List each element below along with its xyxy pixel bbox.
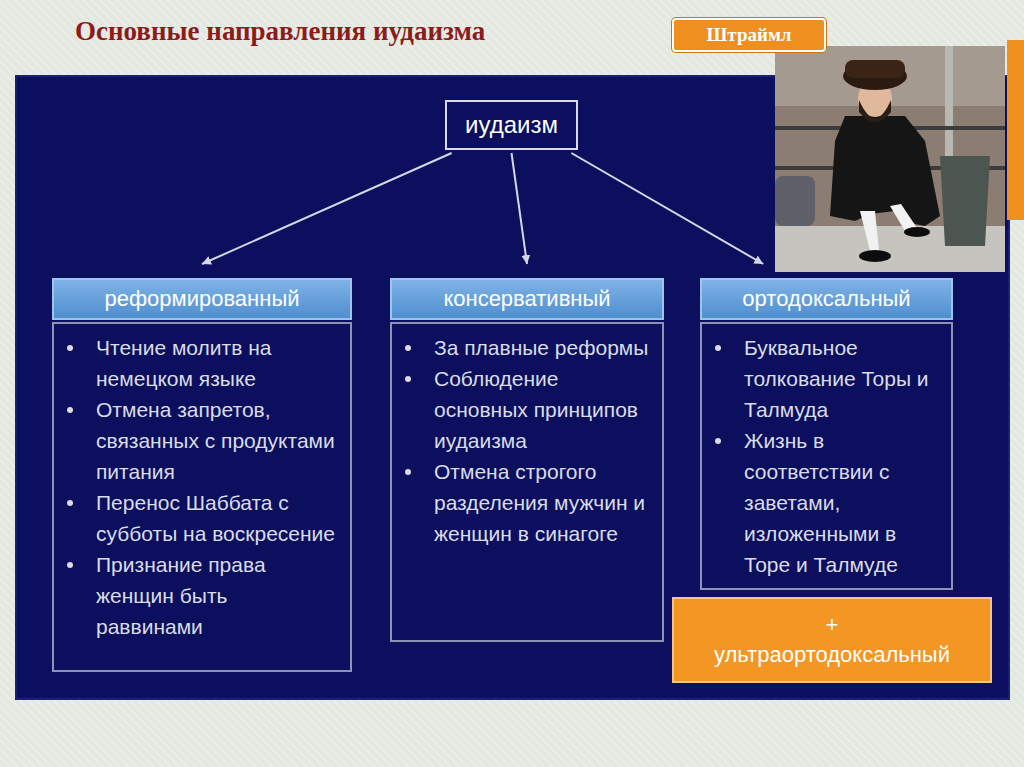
box-text: ортодоксальный [742,286,910,312]
branch-body: Буквальное толкование Торы и ТалмудаЖизн… [700,322,953,590]
bullet-dot [67,562,73,568]
branch-body: Чтение молитв на немецком языкеОтмена за… [52,322,352,672]
bullet-dot [67,500,73,506]
bullet-item: Отмена запретов, связанных с продуктами … [96,394,340,487]
branch-body: За плавные реформыСоблюдение основных пр… [390,322,664,642]
bullet-text: Буквальное толкование Торы и Талмуда [744,332,941,425]
photo-shoe [904,227,930,237]
slide-title: Основные направления иудаизма [75,16,485,47]
branch-arrow [571,153,763,264]
branch-arrow [202,153,452,264]
bullet-item: Отмена строгого разделения мужчин и женщ… [434,456,652,549]
photo-beard [859,100,891,122]
bullet-item: Соблюдение основных принципов иудаизма [434,363,652,456]
photo-wall [775,46,1005,272]
bullet-text: Отмена строгого разделения мужчин и женщ… [434,456,652,549]
bullet-text: Перенос Шаббата с субботы на воскресение [96,487,340,549]
bullet-dot [67,407,73,413]
shtreimel-photo [775,46,1005,272]
photo-tag: Штраймл [672,18,826,52]
photo-leg [860,211,879,251]
bullet-item: За плавные реформы [434,332,652,363]
branch-header: консервативный [390,278,664,320]
box-text: ультраортодоксальный [714,640,950,670]
accent-bar [1007,40,1024,220]
bullet-dot [67,345,73,351]
bullet-dot [715,345,721,351]
bullet-item: Чтение молитв на немецком языке [96,332,340,394]
note-box: +ультраортодоксальный [672,597,992,683]
bullet-text: Чтение молитв на немецком языке [96,332,340,394]
photo-leg [890,204,917,231]
photo-car [775,176,815,226]
bullet-text: Отмена запретов, связанных с продуктами … [96,394,340,487]
branch-arrow [512,153,528,264]
box-text: иудаизм [465,111,558,139]
box-text: реформированный [104,286,299,312]
bullet-item: Жизнь в соответствии с заветами, изложен… [744,425,941,580]
bullet-text: Жизнь в соответствии с заветами, изложен… [744,425,941,580]
photo-shtreimel-top [845,60,905,78]
bullet-text: Соблюдение основных принципов иудаизма [434,363,652,456]
bullet-dot [405,376,411,382]
branch-header: ортодоксальный [700,278,953,320]
bullet-dot [405,345,411,351]
root-box: иудаизм [445,100,578,150]
bullet-text: Признание права женщин быть раввинами [96,549,340,642]
branch-header: реформированный [52,278,352,320]
box-text: консервативный [443,286,610,312]
bullet-item: Перенос Шаббата с субботы на воскресение [96,487,340,549]
photo-shoe [859,250,891,262]
bullet-text: За плавные реформы [434,332,652,363]
box-text: Штраймл [706,24,791,46]
photo-trash-can [940,156,990,246]
box-text: + [826,610,839,640]
bullet-dot [405,469,411,475]
bullet-item: Признание права женщин быть раввинами [96,549,340,642]
bullet-dot [715,438,721,444]
bullet-item: Буквальное толкование Торы и Талмуда [744,332,941,425]
photo-coat [830,116,940,226]
